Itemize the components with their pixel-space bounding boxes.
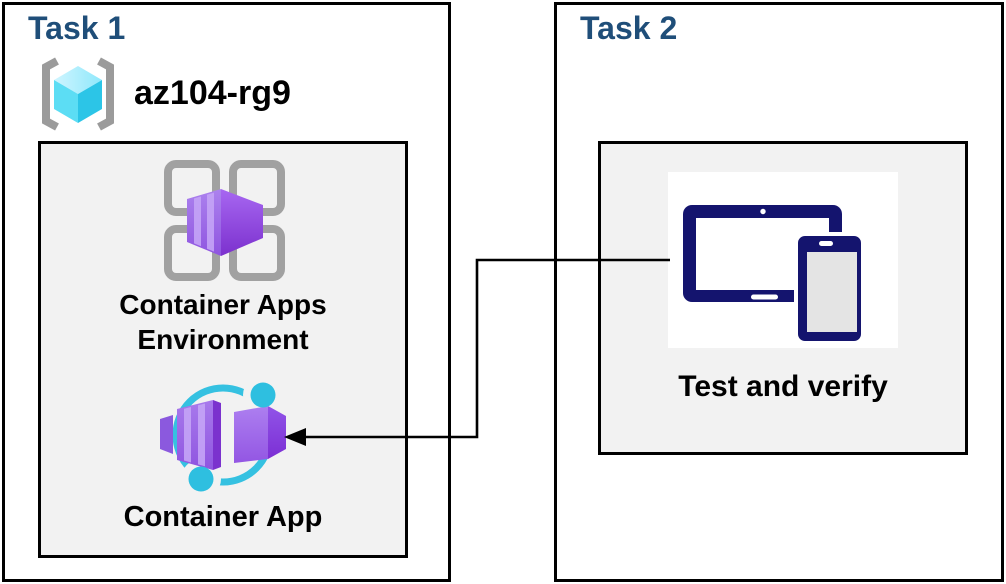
devices-panel (668, 172, 898, 348)
resource-group-name: az104-rg9 (134, 74, 291, 112)
task1-title: Task 1 (28, 10, 126, 46)
tablet-phone-icon (668, 172, 898, 348)
task2-title: Task 2 (580, 10, 678, 46)
container-apps-environment-label: Container Apps Environment (38, 287, 408, 357)
cae-label-line1: Container Apps (119, 289, 327, 320)
container-apps-environment-icon (164, 160, 285, 281)
cae-label-line2: Environment (137, 324, 309, 355)
tablet-camera-dot (760, 208, 766, 215)
resource-group-icon (42, 57, 114, 131)
container-app-label: Container App (123, 501, 323, 533)
tablet-home-bar (751, 294, 778, 300)
test-and-verify-label: Test and verify (678, 370, 888, 403)
phone-screen (807, 252, 857, 332)
phone-speaker-bar (819, 241, 833, 246)
container-app-icon (160, 375, 286, 498)
